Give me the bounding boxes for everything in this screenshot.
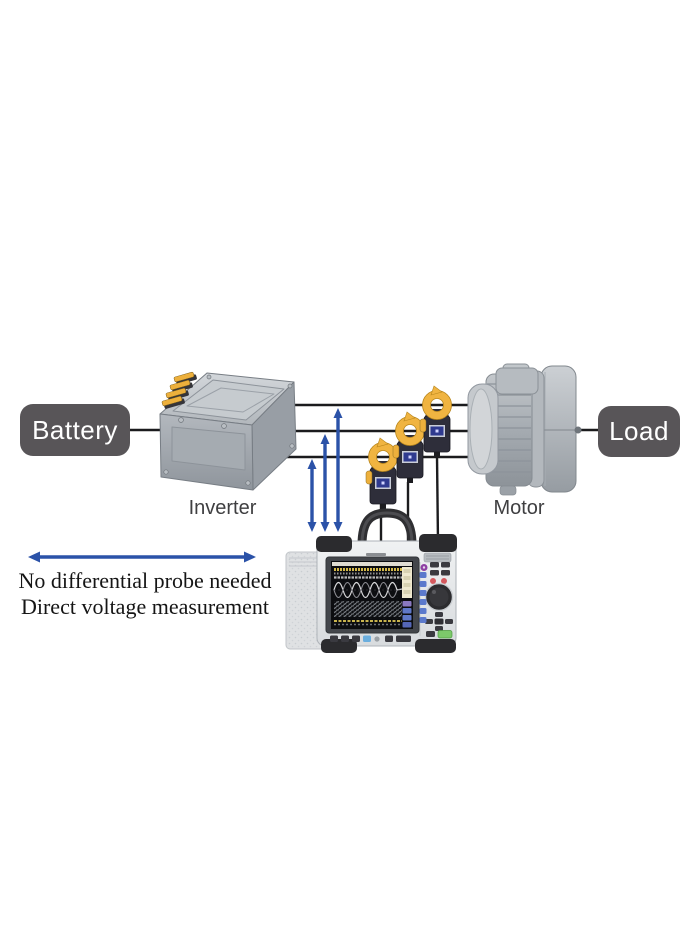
voltage-arrow-shafts (38, 415, 340, 559)
caption-line-2: Direct voltage measurement (20, 594, 269, 619)
analyzer-bottom-keys (330, 635, 411, 642)
battery-label: Battery (32, 414, 118, 445)
record-button (430, 578, 436, 584)
current-clamp-3 (420, 386, 452, 457)
voltage-arrow-heads (28, 408, 343, 563)
caption: No differential probe needed Direct volt… (5, 568, 285, 620)
analyzer-control-panel (419, 562, 454, 639)
load-node: Load (598, 406, 680, 457)
motor-label: Motor (493, 497, 545, 519)
caption-line-1: No differential probe needed (18, 568, 272, 593)
inverter-graphic (159, 371, 297, 491)
inverter-terminals (161, 371, 197, 409)
arrow-keypad (425, 612, 453, 631)
inverter-label: Inverter (188, 497, 257, 519)
menu-button (426, 631, 435, 637)
analyzer-foot-right (415, 639, 456, 653)
analyzer-foot-left (321, 639, 357, 653)
start-button (437, 630, 453, 639)
analyzer-bumper-top-right (419, 534, 457, 552)
stop-button (441, 578, 447, 584)
screen-side-buttons (402, 601, 412, 628)
load-label: Load (609, 416, 669, 446)
motor-graphic (467, 363, 582, 496)
analyzer-vent (423, 552, 452, 563)
battery-node: Battery (20, 404, 130, 456)
function-buttons (419, 572, 427, 623)
screen-waveforms (333, 568, 403, 626)
analyzer-bumper-top-left (316, 536, 352, 552)
power-analyzer-graphic (285, 455, 457, 653)
screen-menu-column (402, 567, 412, 598)
